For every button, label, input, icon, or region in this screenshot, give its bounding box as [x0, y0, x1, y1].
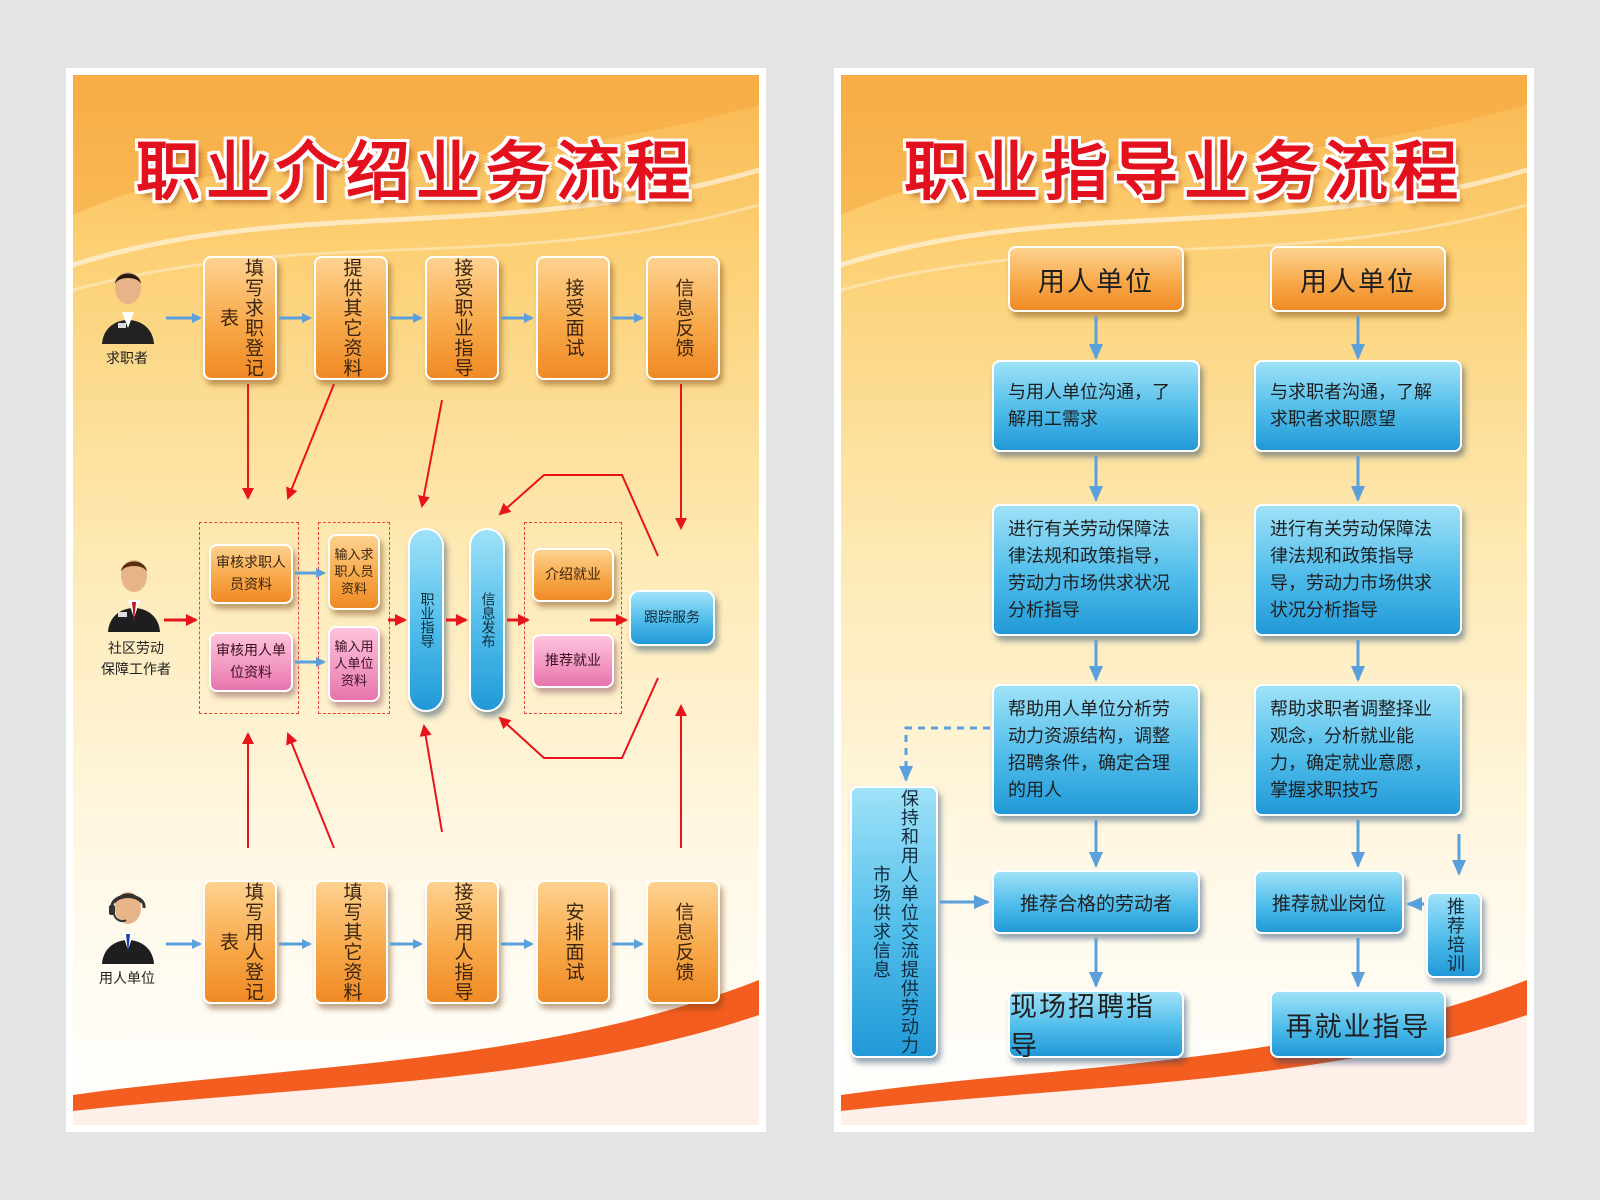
arrange-interview-box: 安排面试 [536, 880, 610, 1004]
review-group-frame [199, 522, 299, 714]
info-feedback-bottom-box: 信息反馈 [646, 880, 720, 1004]
poster-career-introduction: 职业介绍业务流程 求职者 社区劳动 保障工作者 用人单位 填写求职登记表 提供其… [66, 68, 766, 1132]
employer-avatar [98, 888, 158, 968]
col1-communicate-employer-box: 与用人单位沟通，了解用工需求 [992, 360, 1200, 452]
col1-recommend-workers-box: 推荐合格的劳动者 [992, 870, 1200, 934]
col2-communicate-seeker-box: 与求职者沟通，了解求职者求职愿望 [1254, 360, 1462, 452]
accept-career-guidance-box: 接受职业指导 [425, 256, 499, 380]
col2-policy-guidance-box: 进行有关劳动保障法律法规和政策指导导，劳动力市场供求状况分析指导 [1254, 504, 1462, 636]
recommend-employment-box: 推荐就业 [532, 634, 614, 688]
col1-onsite-recruitment-box: 现场招聘指导 [1008, 990, 1184, 1062]
career-guidance-box: 职业指导 [408, 528, 444, 712]
job-seeker-label: 求职者 [106, 351, 148, 367]
input-employer-info-box: 输入用人单位资料 [328, 626, 380, 702]
review-seeker-info-box: 审核求职人员资料 [209, 544, 293, 604]
review-employer-info-box: 审核用人单位资料 [209, 632, 293, 692]
fill-employer-registration-box: 填写用人登记表 [203, 880, 277, 1004]
col2-adjust-mindset-box: 帮助求职者调整择业观念，分析就业能力，确定就业意愿，掌握求职技巧 [1254, 684, 1462, 816]
input-seeker-info-box: 输入求职人员资料 [328, 534, 380, 610]
fill-other-info-box: 填写其它资料 [314, 880, 388, 1004]
provide-other-info-box: 提供其它资料 [314, 256, 388, 380]
accept-employer-guidance-box: 接受用人指导 [425, 880, 499, 1004]
introduce-employment-box: 介绍就业 [532, 548, 614, 602]
col1-policy-guidance-box: 进行有关劳动保障法律法规和政策指导，劳动力市场供求状况分析指导 [992, 504, 1200, 636]
page-title: 职业指导业务流程 [904, 135, 1464, 210]
page-title: 职业介绍业务流程 [136, 135, 696, 210]
poster-career-guidance: 职业指导业务流程 用人单位 与用人单位沟通，了解用工需求 进行有关劳动保障法律法… [834, 68, 1534, 1132]
job-seeker-avatar [98, 268, 158, 348]
col2-recommend-training-box: 推荐培训 [1426, 892, 1482, 978]
fill-job-registration-box: 填写求职登记表 [203, 256, 277, 380]
col1-employer-head-box: 用人单位 [1008, 246, 1184, 312]
col1-market-info-side-box: 保持和用人单位交流提供劳动力市场供求信息 [850, 786, 938, 1058]
col1-analyze-resources-box: 帮助用人单位分析劳动力资源结构，调整招聘条件，确定合理的用人 [992, 684, 1200, 816]
background-decoration [841, 75, 1527, 1125]
accept-interview-box: 接受面试 [536, 256, 610, 380]
follow-up-service-box: 跟踪服务 [629, 590, 715, 646]
background-decoration [73, 75, 759, 1125]
input-group-frame [318, 522, 390, 714]
community-worker-avatar [104, 556, 164, 636]
community-worker-label: 社区劳动 保障工作者 [101, 641, 171, 678]
col2-employer-head-box: 用人单位 [1270, 246, 1446, 312]
col2-recommend-positions-box: 推荐就业岗位 [1254, 870, 1404, 934]
employer-label: 用人单位 [99, 971, 155, 987]
col2-reemployment-guidance-box: 再就业指导 [1270, 990, 1446, 1058]
info-feedback-top-box: 信息反馈 [646, 256, 720, 380]
info-release-box: 信息发布 [469, 528, 505, 712]
